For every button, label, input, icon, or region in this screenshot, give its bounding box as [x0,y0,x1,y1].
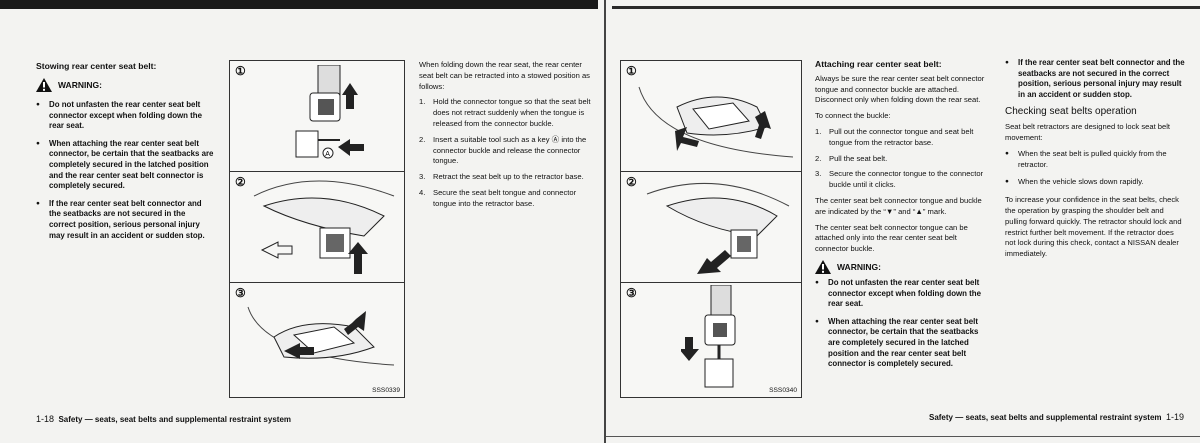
step-number: ① [626,64,637,78]
bottom-rule [606,436,1200,437]
warning-item: When attaching the rear center seat belt… [815,317,991,370]
subsection-heading: Checking seat belts operation [1005,106,1137,118]
arrow-icon [681,337,699,361]
footer-section: Safety — seats, seat belts and supplemen… [928,413,1162,422]
warning-list-continued: If the rear center seat belt connector a… [1005,58,1185,100]
arrow-icon [675,127,699,151]
stowed-belt-illustration [247,306,395,366]
top-edge-bar [0,0,598,9]
arrow-icon [348,242,368,274]
figure-divider [621,282,801,283]
warning-item: Do not unfasten the rear center seat bel… [36,100,214,132]
section-heading: Stowing rear center seat belt: [36,61,157,71]
retractor-base-illustration [253,180,395,274]
warning-triangle-icon [815,259,831,274]
warning-item: When attaching the rear center seat belt… [36,139,214,192]
figure-code: SSS0340 [769,387,797,394]
checking-list: When the seat belt is pulled quickly fro… [1005,149,1185,188]
figure-panel-2: ② [230,172,404,282]
step-item: 2.Insert a suitable tool such as a key Ⓐ… [419,134,587,166]
figure-divider [621,171,801,172]
checking-item: When the seat belt is pulled quickly fro… [1005,149,1185,171]
warning-label: WARNING: [58,80,102,90]
step-item: 1.Pull out the connector tongue and seat… [815,126,974,147]
step-item: 3.Retract the seat belt up to the retrac… [419,172,584,182]
step-number: ③ [626,286,637,300]
figure-panel-1: ① A [230,61,404,171]
step-item: 2.Pull the seat belt. [815,153,888,163]
figure-stowing: ① A ② ③ [229,60,405,398]
arrow-icon [284,343,314,359]
steps-list: 1.Pull out the connector tongue and seat… [815,127,991,191]
checking-paragraph: To increase your confidence in the seat … [1005,195,1182,259]
page-footer-left: 1-18 Safety — seats, seat belts and supp… [36,414,291,424]
warning-triangle-icon [36,78,52,92]
section-heading: Attaching rear center seat belt: [815,59,942,69]
arrow-icon [344,311,366,335]
warning-header: WARNING: [815,259,991,274]
to-connect-text: To connect the buckle: [815,111,891,121]
step-number: ① [235,64,246,78]
retractor-base-illustration [638,86,794,158]
steps-list: 1.Hold the connector tongue so that the … [419,97,598,209]
svg-text:A: A [325,151,330,158]
arrow-icon [755,111,771,139]
step-number: ② [626,175,637,189]
compatibility-paragraph: The center seat belt connector tongue ca… [815,222,968,254]
page-footer-right: Safety — seats, seat belts and supplemen… [929,412,1184,422]
step-item: 3.Secure the connector tongue to the con… [815,169,984,190]
step-item: 1.Hold the connector tongue so that the … [419,97,591,128]
warning-item: Do not unfasten the rear center seat bel… [815,278,991,310]
belt-connector-illustration: A [295,65,364,159]
intro-paragraph: Always be sure the rear center seat belt… [815,73,985,105]
belt-pulled-illustration [646,182,790,274]
figure-panel-3: ③ SSS0339 [230,283,404,396]
page-gutter [604,0,606,443]
right-column-2: Attaching rear center seat belt: Always … [815,59,991,377]
step-item: 4.Secure the seat belt tongue and connec… [419,187,577,208]
left-column-3: When folding down the rear seat, the rea… [419,60,598,215]
arrow-icon [338,139,364,156]
figure-panel-1: ① [621,61,801,171]
figure-divider [230,171,404,172]
connector-buckle-illustration [681,285,736,388]
checking-intro: Seat belt retractors are designed to loc… [1005,122,1171,142]
intro-paragraph: When folding down the rear seat, the rea… [419,60,590,91]
warning-header: WARNING: [36,78,214,92]
figure-divider [230,282,404,283]
warning-list: Do not unfasten the rear center seat bel… [36,100,214,241]
warning-label: WARNING: [837,261,881,272]
checking-item: When the vehicle slows down rapidly. [1005,177,1185,188]
left-column-1: Stowing rear center seat belt: WARNING: … [36,61,214,248]
figure-panel-2: ② [621,172,801,282]
warning-item: If the rear center seat belt connector a… [36,199,214,241]
footer-section: Safety — seats, seat belts and supplemen… [58,415,292,424]
warning-list: Do not unfasten the rear center seat bel… [815,278,991,370]
warning-item: If the rear center seat belt connector a… [1005,58,1185,100]
right-column-3: If the rear center seat belt connector a… [1005,58,1185,260]
step-number: ③ [235,286,246,300]
figure-attaching: ① ② ③ SSS0340 [620,60,802,398]
step-number: ② [235,175,246,189]
mark-paragraph: The center seat belt connector tongue an… [815,195,982,216]
page-number: 1-18 [36,414,55,424]
figure-panel-3: ③ SSS0340 [621,283,801,396]
top-edge-bar [612,6,1200,9]
figure-code: SSS0339 [372,387,400,394]
page-number: 1-19 [1165,412,1184,422]
arrow-icon [697,250,731,274]
arrow-icon [342,83,358,109]
